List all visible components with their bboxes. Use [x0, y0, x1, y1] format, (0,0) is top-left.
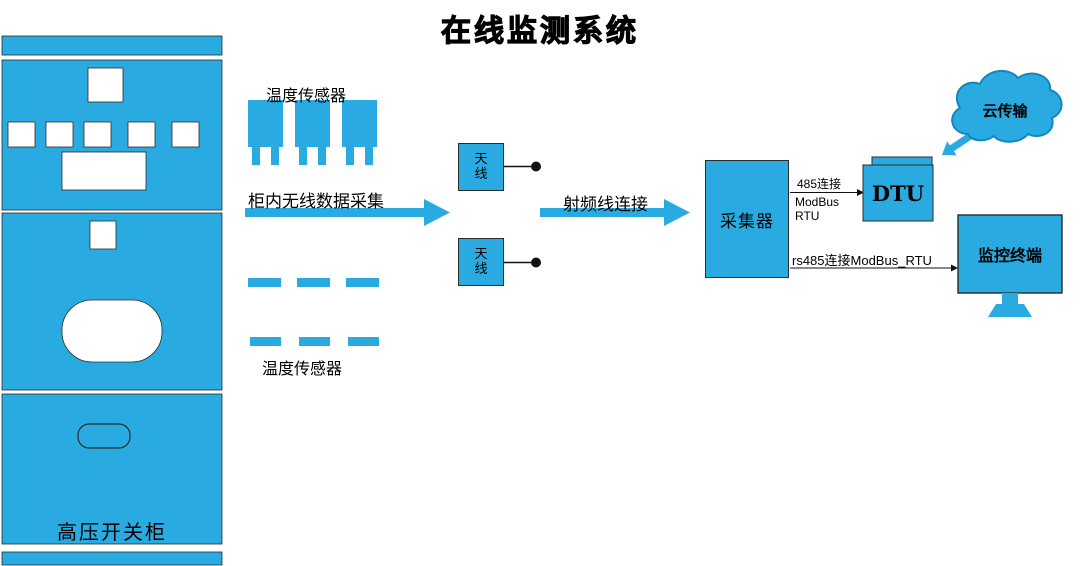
dashed-sensor-strips: [248, 278, 379, 346]
antenna-label-top: 天线: [474, 151, 488, 181]
antenna-leads: [504, 165, 531, 264]
cabinet-meter-window: [61, 151, 147, 191]
antenna-dot-bottom: [531, 257, 541, 268]
cabinet-handle: [77, 423, 131, 449]
monitor-neck: [1002, 293, 1018, 305]
dtu-box: [862, 156, 934, 222]
temperature-sensor-icon: [342, 100, 377, 165]
cabinet-small-window: [89, 220, 117, 250]
cabinet-label: 高压开关柜: [57, 522, 167, 544]
switchgear-cabinet: [1, 35, 223, 566]
cabinet-top-strip: [1, 35, 223, 56]
rs485-arrowhead: [951, 264, 958, 272]
collector-box: 采集器: [705, 160, 789, 278]
bus485-arrowhead: [857, 189, 864, 196]
monitor-terminal-label: 监控终端: [977, 248, 1042, 265]
cloud-label: 云传输: [982, 103, 1028, 120]
cabinet-panel-3: [1, 393, 223, 545]
temperature-sensor-icon: [295, 100, 330, 165]
monitor-stand: [988, 304, 1032, 317]
cabinet-vent: [83, 121, 112, 148]
cabinet-vent: [45, 121, 74, 148]
cabinet-window: [87, 67, 124, 103]
antenna-dot-top: [531, 161, 541, 172]
cabinet-bottom-strip: [1, 551, 223, 566]
rf-link-arrow: [540, 199, 690, 226]
dtu-label: DTU: [871, 180, 925, 206]
temperature-sensors-top-label: 温度传感器: [266, 88, 347, 105]
antenna-box-top: 天线: [458, 143, 504, 191]
temperature-sensor-icons-top: [248, 100, 377, 165]
wireless-collect-label: 柜内无线数据采集: [248, 192, 384, 211]
bus485-label-line3: RTU: [795, 209, 820, 223]
temperature-sensor-icon: [248, 100, 283, 165]
wireless-collect-arrow: [245, 199, 450, 226]
antenna-label-bottom: 天线: [474, 246, 488, 276]
cabinet-vent: [127, 121, 156, 148]
antenna-box-bottom: 天线: [458, 238, 504, 286]
collector-label: 采集器: [720, 211, 774, 231]
cabinet-vent: [7, 121, 36, 148]
monitor-icon: [957, 214, 1063, 317]
cabinet-vent: [171, 121, 200, 148]
cabinet-oval-window: [61, 299, 163, 363]
dtu-box-front: [862, 164, 934, 222]
cloud-shape: [951, 69, 1063, 143]
bus485-label-line2: ModBus: [795, 195, 840, 209]
monitor-screen: [957, 214, 1063, 294]
rf-link-label: 射频线连接: [563, 195, 648, 214]
diagram-title: 在线监测系统: [440, 14, 639, 48]
temperature-sensors-bottom-label: 温度传感器: [262, 361, 343, 378]
bus485-label-line1: 485连接: [797, 177, 842, 191]
rs485-label: rs485连接ModBus_RTU: [792, 253, 932, 268]
